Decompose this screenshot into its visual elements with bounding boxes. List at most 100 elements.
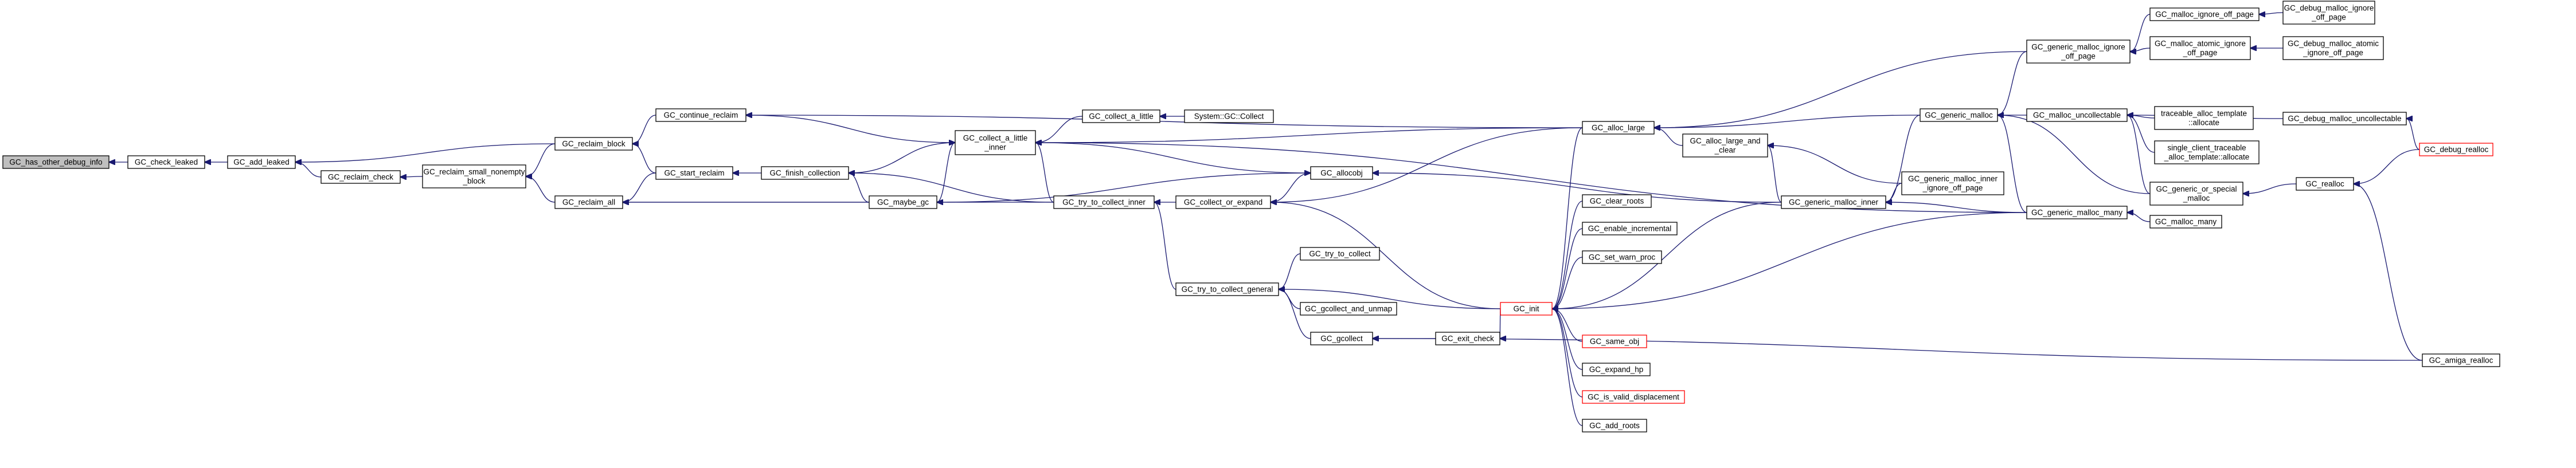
call-edge — [295, 162, 322, 178]
call-edge — [526, 143, 556, 176]
function-node-box — [2149, 36, 2251, 60]
function-node[interactable]: GC_generic_malloc_ignore_off_page — [2026, 40, 2131, 64]
function-node[interactable]: GC_generic_malloc_inner_ignore_off_page — [1901, 171, 2004, 195]
function-node-box — [1582, 194, 1652, 208]
function-node[interactable]: GC_start_reclaim — [655, 166, 733, 180]
function-node-label: GC_amiga_realloc — [2429, 356, 2493, 365]
function-node[interactable]: GC_add_roots — [1582, 419, 1647, 432]
call-edge-line — [1886, 183, 1902, 202]
function-node[interactable]: GC_reclaim_all — [554, 195, 623, 209]
function-node-box — [554, 137, 633, 151]
call-edge — [1552, 309, 1583, 426]
function-node[interactable]: GC_reclaim_small_nonempty_block — [422, 164, 526, 188]
function-node-label: ::allocate — [2188, 119, 2219, 127]
function-node[interactable]: GC_debug_malloc_uncollectable — [2282, 112, 2407, 125]
function-node[interactable]: GC_try_to_collect_general — [1175, 282, 1279, 296]
function-node-label: GC_enable_incremental — [1588, 225, 1672, 233]
function-node[interactable]: GC_debug_malloc_atomic_ignore_off_page — [2282, 36, 2384, 60]
function-node[interactable]: GC_malloc_ignore_off_page — [2149, 7, 2260, 21]
function-node[interactable]: GC_gcollect_and_unmap — [1300, 302, 1397, 316]
function-node[interactable]: GC_enable_incremental — [1582, 222, 1678, 235]
function-node-box — [1300, 247, 1380, 261]
call-edge — [1552, 309, 1583, 398]
function-node[interactable]: single_client_traceable_alloc_template::… — [2154, 140, 2260, 164]
function-node[interactable]: GC_generic_malloc_inner — [1781, 195, 1886, 209]
function-node[interactable]: GC_try_to_collect_inner — [1053, 195, 1155, 209]
call-edge-line — [1279, 253, 1301, 289]
function-node-label: GC_collect_a_little — [963, 134, 1028, 143]
function-node[interactable]: GC_same_obj — [1582, 335, 1647, 348]
function-node-label: GC_gcollect_and_unmap — [1305, 305, 1392, 313]
function-node[interactable]: GC_reclaim_check — [320, 170, 401, 184]
function-node[interactable]: GC_allocobj — [1310, 166, 1373, 180]
function-node[interactable]: GC_clear_roots — [1582, 194, 1652, 208]
function-node-label: GC_has_other_debug_info — [9, 158, 102, 167]
call-edge-line — [1271, 202, 1501, 309]
function-node[interactable]: GC_expand_hp — [1582, 363, 1651, 376]
call-edge — [1373, 173, 1782, 203]
function-node[interactable]: GC_debug_realloc — [2419, 143, 2493, 156]
function-node-label: GC_clear_roots — [1590, 197, 1644, 206]
call-edge — [1998, 115, 2151, 194]
function-node-label: single_client_traceable — [2167, 144, 2246, 152]
function-node[interactable]: GC_amiga_realloc — [2422, 353, 2500, 367]
function-node[interactable]: GC_gcollect — [1310, 332, 1373, 345]
call-edge-line — [2406, 119, 2420, 150]
function-node[interactable]: GC_collect_a_little_inner — [955, 130, 1036, 155]
function-node[interactable]: GC_try_to_collect — [1300, 247, 1380, 261]
function-node[interactable]: GC_reclaim_block — [554, 137, 633, 151]
function-node[interactable]: GC_has_other_debug_info — [2, 155, 110, 169]
function-node[interactable]: GC_debug_malloc_ignore_off_page — [2282, 1, 2375, 25]
function-node[interactable]: GC_add_leaked — [227, 155, 296, 169]
call-edge-line — [1552, 200, 1583, 309]
call-edge — [1552, 202, 1782, 309]
call-edge-line — [1373, 339, 2423, 361]
function-node[interactable]: GC_realloc — [2296, 177, 2354, 191]
function-node[interactable]: GC_collect_or_expand — [1175, 195, 1271, 209]
function-node[interactable]: GC_finish_collection — [761, 166, 849, 180]
function-node-box — [1781, 195, 1886, 209]
function-node[interactable]: GC_check_leaked — [127, 155, 205, 169]
call-edge-line — [1271, 127, 1583, 202]
function-node-label: GC_collect_or_expand — [1184, 198, 1262, 207]
function-node-label: GC_malloc_ignore_off_page — [2155, 10, 2254, 19]
call-edge — [1279, 289, 1501, 309]
function-node-label: GC_debug_malloc_atomic — [2288, 40, 2379, 48]
function-node-box — [2154, 140, 2260, 164]
call-edge — [746, 115, 1583, 128]
function-node[interactable]: GC_malloc_uncollectable — [2026, 108, 2128, 122]
call-edge — [400, 176, 423, 177]
function-node-label: GC_realloc — [2305, 180, 2344, 188]
function-node[interactable]: GC_malloc_many — [2149, 215, 2222, 229]
function-node[interactable]: GC_exit_check — [1435, 332, 1500, 345]
function-node[interactable]: GC_init — [1500, 302, 1553, 316]
function-node[interactable]: GC_generic_or_special_malloc — [2149, 182, 2243, 206]
function-node[interactable]: traceable_alloc_template::allocate — [2154, 106, 2254, 130]
function-node[interactable]: System::GC::Collect — [1184, 109, 1274, 123]
function-node[interactable]: GC_maybe_gc — [869, 195, 937, 209]
call-edge-line — [526, 176, 556, 203]
call-edge-line — [1035, 143, 1311, 174]
call-edge — [1552, 212, 2027, 309]
function-node[interactable]: GC_alloc_large_and_clear — [1682, 133, 1768, 158]
function-node[interactable]: GC_alloc_large — [1582, 121, 1655, 135]
call-edge — [1270, 173, 1311, 203]
call-edge — [1271, 127, 1583, 202]
function-node-box — [2282, 36, 2384, 60]
function-node[interactable]: GC_set_warn_proc — [1582, 250, 1662, 264]
function-node-box — [2149, 215, 2222, 229]
function-node-box — [761, 166, 849, 180]
function-node[interactable]: GC_generic_malloc — [1920, 108, 1998, 122]
call-edge-line — [1552, 309, 1583, 370]
call-edge — [2243, 183, 2297, 194]
function-node[interactable]: GC_generic_malloc_many — [2026, 206, 2128, 219]
function-node-box — [869, 195, 937, 209]
function-node[interactable]: GC_is_valid_displacement — [1582, 390, 1685, 404]
call-edge — [937, 172, 1311, 202]
function-node[interactable]: GC_malloc_atomic_ignore_off_page — [2149, 36, 2251, 60]
function-node-box — [2282, 1, 2375, 25]
function-node-box — [2282, 112, 2407, 125]
function-node[interactable]: GC_continue_reclaim — [655, 108, 746, 122]
function-node[interactable]: GC_collect_a_little — [1082, 109, 1160, 123]
function-node-box — [127, 155, 205, 169]
